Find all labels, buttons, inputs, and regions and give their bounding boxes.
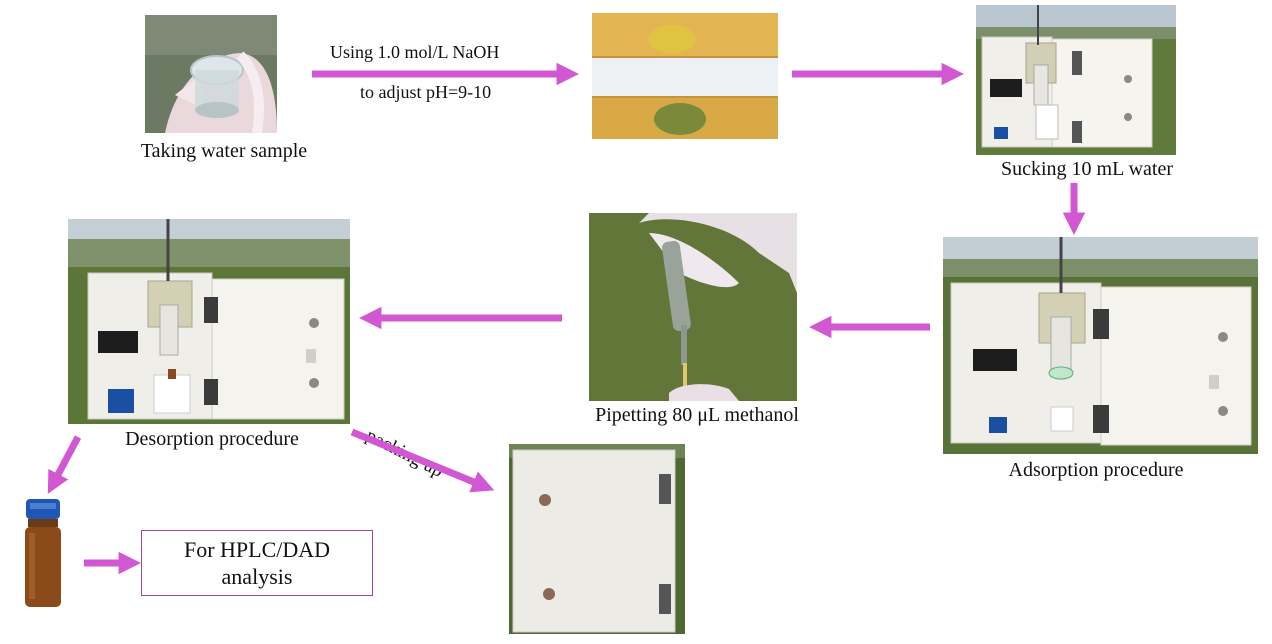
taking-water-sample-label: Taking water sample [140, 140, 308, 162]
device-sucking-photo [976, 5, 1176, 155]
naoh-note-line2: to adjust pH=9-10 [360, 82, 492, 102]
packing-up-note: packing up [362, 425, 447, 482]
hplc-box-line1: For HPLC/DAD [183, 537, 331, 562]
desorption-procedure-label: Desorption procedure [125, 428, 299, 450]
pipetting-photo [589, 213, 797, 401]
amber-vial-photo [20, 497, 66, 611]
arrow-desorption-to-vial [47, 435, 82, 494]
sucking-water-label: Sucking 10 mL water [1000, 158, 1174, 180]
ph-test-strip-photo [592, 13, 778, 139]
device-desorption-photo [68, 219, 350, 424]
closed-box-photo [509, 444, 685, 634]
naoh-note-line1: Using 1.0 mol/L NaOH [330, 42, 500, 62]
device-adsorption-photo [943, 237, 1258, 454]
pipetting-methanol-label: Pipetting 80 μL methanol [595, 404, 799, 426]
hplc-dad-analysis-box: For HPLC/DAD analysis [141, 530, 373, 596]
adsorption-procedure-label: Adsorption procedure [1008, 459, 1184, 481]
water-sample-photo [145, 15, 277, 133]
hplc-box-line2: analysis [221, 564, 293, 589]
